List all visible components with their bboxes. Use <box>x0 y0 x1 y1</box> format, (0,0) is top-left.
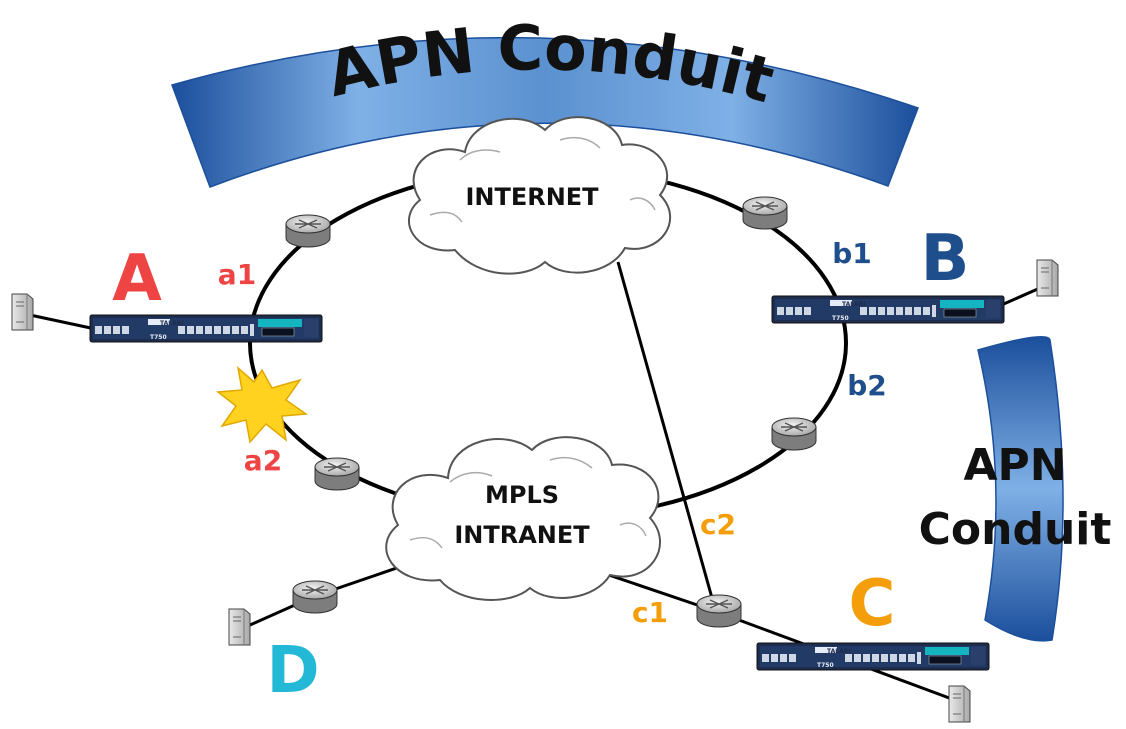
apn-conduit-right-label-line1: APN <box>963 440 1066 491</box>
internet-label: INTERNET <box>465 183 599 211</box>
apn-conduit-right-label-line2: Conduit <box>919 504 1112 555</box>
link-label-a1: a1 <box>218 258 256 291</box>
link-label-c1: c1 <box>632 596 668 629</box>
router-icon-a2 <box>314 457 360 491</box>
site-label-d: D <box>266 634 319 708</box>
server-icon-b <box>1036 259 1059 297</box>
link-c1 <box>599 570 713 612</box>
router-icon-b1 <box>742 196 788 230</box>
site-label-a: A <box>112 242 162 316</box>
server-icon-c <box>948 685 971 723</box>
appliance-brand-c: TALARI <box>827 648 851 655</box>
site-label-b: B <box>921 222 970 296</box>
appliance-icon-b: TALARI T750 <box>771 295 1005 324</box>
appliance-model-b: T750 <box>832 315 849 322</box>
link-label-b2: b2 <box>847 369 887 402</box>
internet-cloud <box>408 116 672 275</box>
link-c2 <box>616 261 714 599</box>
failure-burst-icon <box>216 366 309 444</box>
appliance-brand-a: TALARI <box>160 320 184 327</box>
router-icon-b2 <box>771 417 817 451</box>
apn-conduit-right-arc <box>977 335 1064 642</box>
appliance-model-c: T750 <box>817 662 834 669</box>
apn-conduit-top-arc <box>171 36 919 188</box>
mpls-cloud <box>385 436 661 601</box>
router-icon-a1 <box>285 214 331 248</box>
router-icon-d <box>292 580 338 614</box>
link-a-server <box>29 313 101 332</box>
link-label-a2: a2 <box>244 444 282 477</box>
server-icon-a <box>11 293 34 331</box>
appliance-model-a: T750 <box>150 334 167 341</box>
router-icon-c <box>696 594 742 628</box>
appliance-icon-c: TALARI T750 <box>756 642 990 671</box>
server-icon-d <box>228 608 251 646</box>
mpls-label-line2: INTRANET <box>454 521 590 549</box>
appliance-brand-b: TALARI <box>842 301 866 308</box>
link-label-b1: b1 <box>832 237 872 270</box>
appliance-icon-a: TALARI T750 <box>89 314 323 343</box>
site-label-c: C <box>849 567 896 641</box>
mpls-label-line1: MPLS <box>485 481 559 509</box>
link-label-c2: c2 <box>700 508 736 541</box>
